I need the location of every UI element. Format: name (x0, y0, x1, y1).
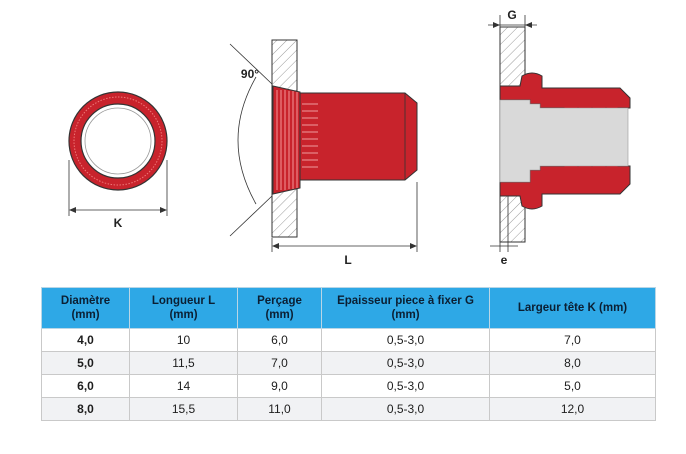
front-view (68, 91, 168, 216)
header-length: Longueur L (mm) (129, 287, 238, 329)
cell-drilling: 6,0 (237, 328, 322, 352)
label-k: K (114, 216, 123, 230)
cell-diameter: 4,0 (41, 328, 130, 352)
cell-head-width: 7,0 (489, 328, 656, 352)
cell-diameter: 5,0 (41, 351, 130, 375)
cell-head-width: 12,0 (489, 397, 656, 421)
rivet-nut-technical-drawing: K 90° (68, 8, 631, 267)
table-row: 5,0 11,5 7,0 0,5-3,0 8,0 (41, 351, 656, 375)
cell-head-width: 5,0 (489, 374, 656, 398)
cell-thickness: 0,5-3,0 (321, 397, 490, 421)
label-e: e (501, 253, 508, 267)
label-l: L (344, 253, 351, 267)
cell-diameter: 6,0 (41, 374, 130, 398)
cell-length: 10 (129, 328, 238, 352)
spec-table: Diamètre (mm) Longueur L (mm) Perçage (m… (41, 287, 656, 421)
header-head-width-label: Largeur tête K (mm) (517, 302, 628, 314)
table-header-row: Diamètre (mm) Longueur L (mm) Perçage (m… (41, 287, 656, 329)
cell-length: 14 (129, 374, 238, 398)
table-row: 8,0 15,5 11,0 0,5-3,0 12,0 (41, 397, 656, 421)
header-thickness-label: Epaisseur piece à fixer G (mm) (337, 295, 474, 321)
cell-thickness: 0,5-3,0 (321, 328, 490, 352)
header-thickness: Epaisseur piece à fixer G (mm) (321, 287, 490, 329)
cell-length: 11,5 (129, 351, 238, 375)
header-head-width: Largeur tête K (mm) (489, 287, 656, 329)
cell-drilling: 7,0 (237, 351, 322, 375)
cell-drilling: 9,0 (237, 374, 322, 398)
cell-thickness: 0,5-3,0 (321, 374, 490, 398)
header-drilling: Perçage (mm) (237, 287, 322, 329)
cell-thickness: 0,5-3,0 (321, 351, 490, 375)
cell-length: 15,5 (129, 397, 238, 421)
header-length-label: Longueur L (mm) (151, 295, 216, 321)
cell-drilling: 11,0 (237, 397, 322, 421)
header-diameter: Diamètre (mm) (41, 287, 130, 329)
side-view (229, 39, 418, 252)
header-diameter-label: Diamètre (mm) (60, 295, 111, 321)
cell-diameter: 8,0 (41, 397, 130, 421)
header-drilling-label: Perçage (mm) (257, 295, 302, 321)
label-g: G (507, 8, 516, 22)
section-view (488, 15, 631, 252)
label-angle: 90° (241, 67, 259, 81)
table-row: 6,0 14 9,0 0,5-3,0 5,0 (41, 374, 656, 398)
table-row: 4,0 10 6,0 0,5-3,0 7,0 (41, 328, 656, 352)
cell-head-width: 8,0 (489, 351, 656, 375)
